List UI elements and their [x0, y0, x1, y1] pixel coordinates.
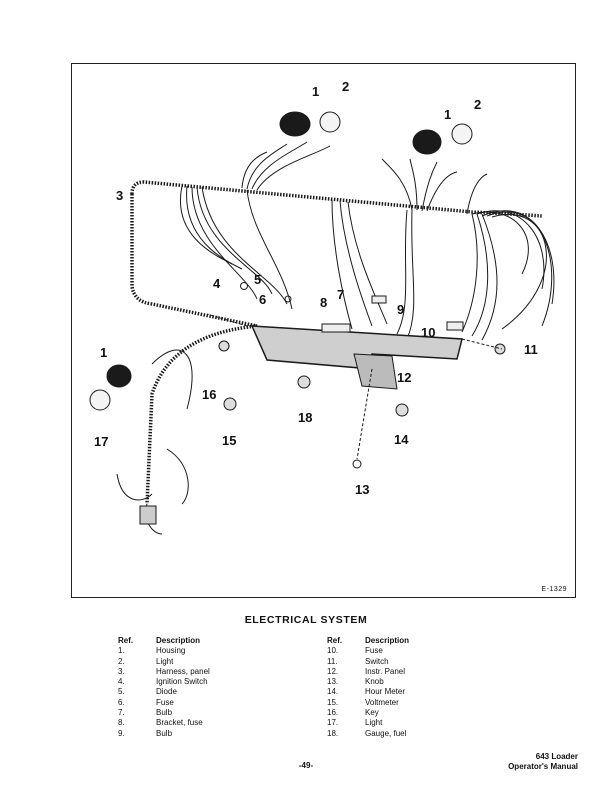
svg-text:6: 6: [259, 292, 266, 307]
model-name: 643 Loader: [535, 752, 578, 761]
parts-row: 3. Harness, panel: [112, 667, 276, 677]
svg-text:2: 2: [342, 79, 349, 94]
part-ref: 11.: [327, 656, 338, 666]
page-number: -49-: [298, 761, 314, 770]
description-header: Description: [156, 636, 201, 645]
svg-text:5: 5: [254, 272, 261, 287]
part-desc: Light: [156, 656, 174, 666]
parts-row: 2. Light: [112, 657, 276, 667]
svg-text:1: 1: [100, 345, 107, 360]
footer-title: 643 Loader Operator's Manual: [508, 752, 578, 772]
part-ref: 3.: [118, 666, 125, 676]
part-desc: Voltmeter: [365, 697, 399, 707]
part-ref: 17.: [327, 718, 339, 728]
part-desc: Fuse: [365, 646, 383, 656]
parts-row: 9. Bulb: [112, 729, 276, 739]
svg-text:17: 17: [94, 434, 108, 449]
parts-row: 4. Ignition Switch: [112, 677, 276, 687]
svg-text:12: 12: [397, 370, 411, 385]
part-desc: Housing: [156, 646, 186, 656]
parts-row: 10. Fuse: [321, 646, 485, 656]
ref-header: Ref.: [327, 636, 343, 645]
parts-header: Ref. Description: [112, 636, 276, 646]
parts-list-left: Ref. Description 1. Housing 2. Light 3. Har…: [112, 636, 276, 739]
svg-text:10: 10: [421, 325, 435, 340]
svg-text:1: 1: [312, 84, 319, 99]
part-desc: Switch: [365, 656, 389, 666]
part-ref: 6.: [118, 697, 125, 707]
svg-text:8: 8: [320, 295, 327, 310]
part-ref: 16.: [327, 708, 339, 718]
parts-row: 18. Gauge, fuel: [321, 729, 485, 739]
part-desc: Gauge, fuel: [365, 728, 407, 738]
part-desc: Bulb: [156, 708, 173, 718]
svg-text:11: 11: [524, 342, 538, 357]
part-ref: 14.: [327, 687, 339, 697]
part-desc: Key: [365, 708, 379, 718]
part-desc: Diode: [156, 687, 177, 697]
part-desc: Bulb: [156, 728, 173, 738]
svg-text:4: 4: [213, 276, 221, 291]
part-desc: Hour Meter: [365, 687, 406, 697]
parts-row: 17. Light: [321, 718, 485, 728]
parts-row: 15. Voltmeter: [321, 698, 485, 708]
part-ref: 12.: [327, 666, 339, 676]
manual-name: Operator's Manual: [508, 762, 578, 771]
parts-row: 5. Diode: [112, 687, 276, 697]
parts-header: Ref. Description: [321, 636, 485, 646]
parts-row: 16. Key: [321, 708, 485, 718]
svg-text:14: 14: [394, 432, 409, 447]
harness-lower-drop: [145, 324, 258, 505]
part-desc: Knob: [365, 677, 384, 687]
parts-row: 8. Bracket, fuse: [112, 718, 276, 728]
svg-text:7: 7: [337, 287, 344, 302]
svg-text:1: 1: [444, 107, 451, 122]
parts-row: 13. Knob: [321, 677, 485, 687]
part-ref: 2.: [118, 656, 125, 666]
part-desc: Ignition Switch: [156, 677, 208, 687]
ref-header: Ref.: [118, 636, 134, 645]
harness-left-drop: [130, 194, 258, 328]
figure-id: E-1329: [541, 586, 567, 593]
part-ref: 7.: [118, 708, 125, 718]
parts-list-right: Ref. Description 10. Fuse 11. Switch 12. In…: [321, 636, 485, 739]
svg-text:16: 16: [202, 387, 216, 402]
part-ref: 4.: [118, 677, 125, 687]
part-ref: 5.: [118, 687, 125, 697]
part-desc: Bracket, fuse: [156, 718, 203, 728]
parts-row: 1. Housing: [112, 646, 276, 656]
part-ref: 9.: [118, 728, 125, 738]
part-ref: 13.: [327, 677, 339, 687]
parts-row: 12. Instr. Panel: [321, 667, 485, 677]
part-ref: 10.: [327, 646, 339, 656]
svg-text:13: 13: [355, 482, 369, 497]
wiring-harness-diagram: 1 2 1 2 3 4 5 6 7 8 9 10 11 12 13 14 15 …: [89, 79, 555, 535]
svg-text:2: 2: [474, 97, 481, 112]
svg-text:9: 9: [397, 302, 404, 317]
part-desc: Fuse: [156, 697, 174, 707]
exploded-diagram-frame: 1 2 1 2 3 4 5 6 7 8 9 10 11 12 13 14 15 …: [71, 63, 576, 598]
part-desc: Instr. Panel: [365, 666, 406, 676]
part-ref: 15.: [327, 697, 339, 707]
part-ref: 18.: [327, 728, 339, 738]
svg-text:18: 18: [298, 410, 312, 425]
parts-row: 11. Switch: [321, 657, 485, 667]
svg-text:15: 15: [222, 433, 236, 448]
parts-row: 6. Fuse: [112, 698, 276, 708]
part-ref: 8.: [118, 718, 125, 728]
parts-row: 7. Bulb: [112, 708, 276, 718]
section-title: ELECTRICAL SYSTEM: [244, 614, 368, 626]
parts-row: 14. Hour Meter: [321, 687, 485, 697]
part-desc: Harness, panel: [156, 666, 210, 676]
part-desc: Light: [365, 718, 383, 728]
main-harness: [130, 180, 543, 218]
svg-text:3: 3: [116, 188, 123, 203]
description-header: Description: [365, 636, 410, 645]
part-ref: 1.: [118, 646, 125, 656]
